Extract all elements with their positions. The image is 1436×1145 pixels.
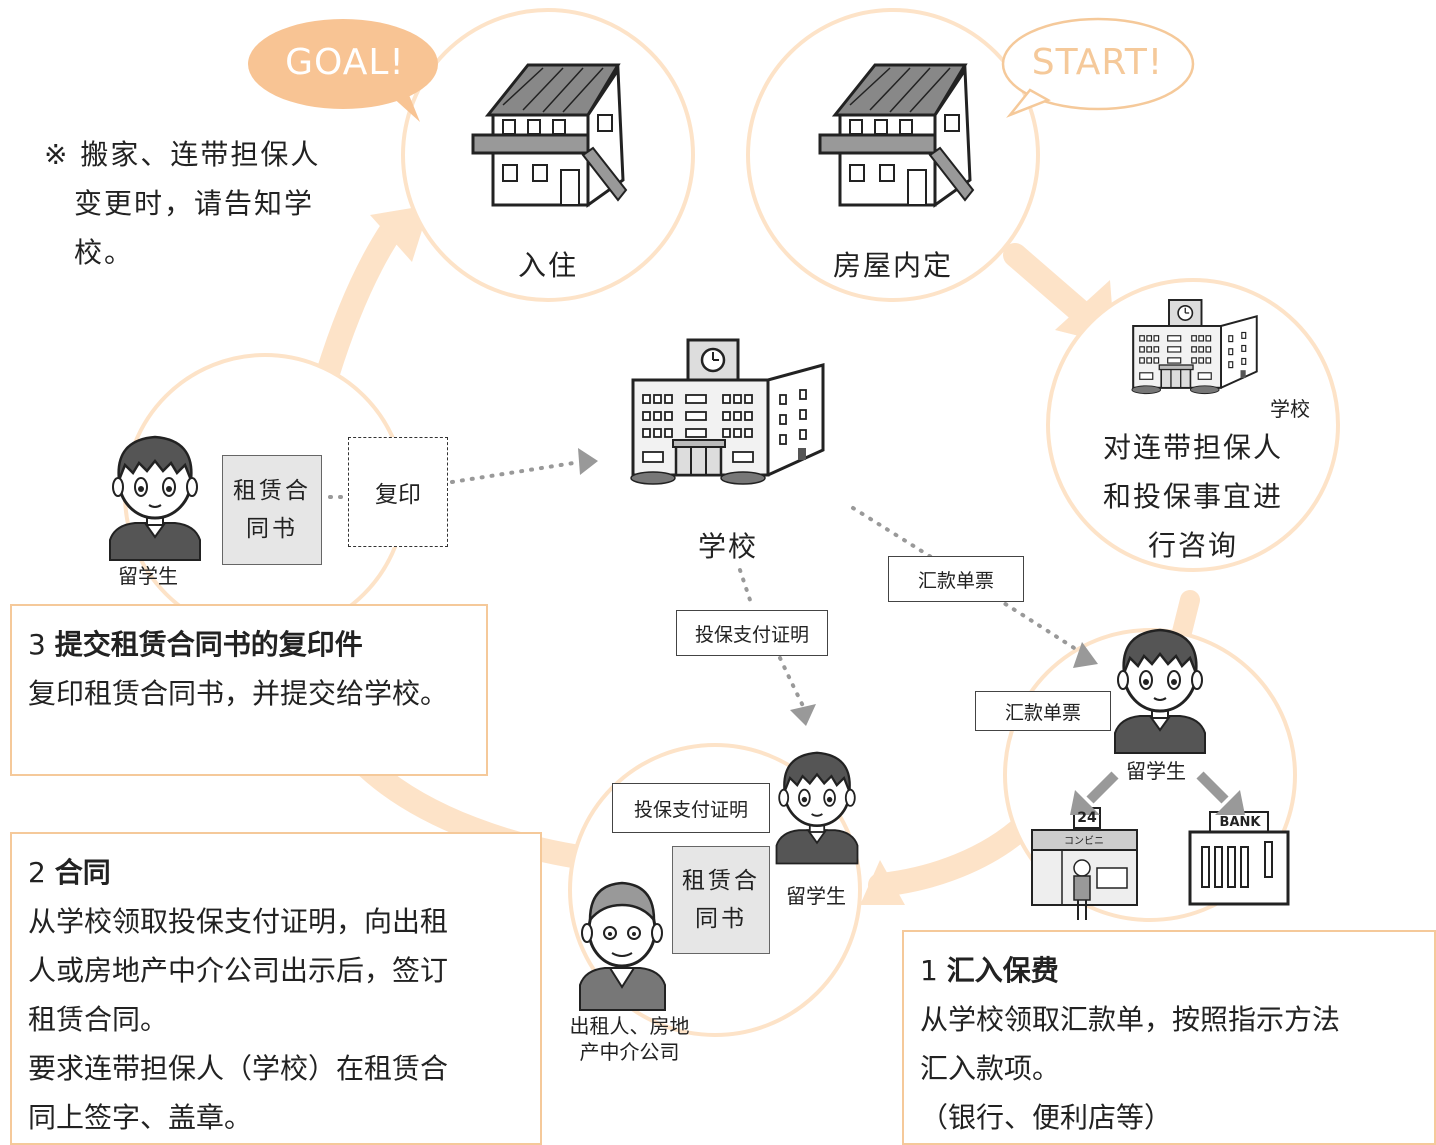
start-bubble-text: START! [1031,42,1164,83]
change-note-line-1: ※ 搬家、连带担保人 [44,138,321,171]
step-2-box: 2 合同 从学校领取投保支付证明，向出租 人或房地产中介公司出示后，签订 租赁合… [10,832,542,1145]
landlord-icon [579,881,666,1011]
step-3-title: 提交租赁合同书的复印件 [54,628,363,661]
change-note-line-3: 校。 [74,236,135,269]
insurance-proof-tag-upper: 投保支付证明 [676,610,828,656]
convenience-store-icon [1031,807,1138,920]
step-1-number: 1 [920,954,938,987]
school-small-label: 学校 [1270,397,1310,421]
step-3-number: 3 [28,628,46,661]
step-2-line-2: 人或房地产中介公司出示后，签订 [28,954,449,987]
school-center-label: 学校 [697,530,758,563]
student-right-label: 留学生 [1126,759,1186,783]
stage-consult-line-2: 和投保事宜进 [1102,480,1283,513]
goal-bubble-text: GOAL! [285,42,405,83]
step-2-line-5: 同上签字、盖章。 [28,1101,253,1134]
change-note: ※ 搬家、连带担保人 变更时，请告知学 校。 [44,130,320,277]
step-3-body: 复印租赁合同书，并提交给学校。 [28,677,449,710]
lease-paper-bottom: 租赁合 同书 [672,846,770,954]
step-1-title: 汇入保费 [946,954,1059,987]
landlord-label: 出租人、房地 产中介公司 [552,1013,707,1065]
stage-decide-label: 房屋内定 [832,249,953,282]
student-bottom-label: 留学生 [786,884,846,908]
step-2-line-3: 租赁合同。 [28,1003,169,1036]
copy-paper: 复印 [348,437,448,547]
step-1-line-2: 汇入款项。 [920,1052,1061,1085]
convenience-number: 24 [1077,810,1097,826]
stage-consult-line-1: 对连带担保人 [1102,431,1283,464]
arrow-to-bank-icon [1196,771,1245,815]
step-3-box: 3 提交租赁合同书的复印件 复印租赁合同书，并提交给学校。 [10,604,488,776]
step-1-line-3: （银行、便利店等） [920,1101,1173,1134]
lease-paper-left: 租赁合 同书 [222,455,322,565]
arrow-to-convenience-icon [1070,771,1119,815]
stage-move-in-label: 入住 [517,249,578,282]
lease-paper-bottom-line-2: 同书 [695,906,747,932]
stage-consult-line-3: 行咨询 [1147,529,1238,562]
student-right-icon [1113,628,1207,755]
landlord-label-line-2: 产中介公司 [579,1040,680,1064]
student-left-label: 留学生 [118,564,178,588]
change-note-line-2: 变更时，请告知学 [74,187,315,220]
convenience-sign: コンビニ [1064,836,1104,847]
bank-icon [1188,811,1290,906]
lease-paper-left-line-1: 租赁合 [233,478,311,504]
remittance-slip-tag-upper: 汇款单票 [888,556,1024,602]
step-2-line-4: 要求连带担保人（学校）在租赁合 [28,1052,449,1085]
stage-consult-label: 对连带担保人 和投保事宜进 行咨询 [1083,423,1303,570]
goal-bubble [248,19,438,122]
step-1-box: 1 汇入保费 从学校领取汇款单，按照指示方法 汇入款项。 （银行、便利店等） [902,930,1436,1145]
school-center-icon [629,338,825,486]
step-2-title: 合同 [54,856,111,889]
lease-paper-left-line-2: 同书 [246,516,298,542]
remittance-slip-tag-lower: 汇款单票 [975,691,1111,731]
lease-paper-bottom-line-1: 租赁合 [682,868,760,894]
step-1-line-1: 从学校领取汇款单，按照指示方法 [920,1003,1341,1036]
start-bubble [1001,17,1195,118]
landlord-label-line-1: 出租人、房地 [569,1014,690,1038]
step-2-number: 2 [28,856,46,889]
insurance-proof-tag-lower: 投保支付证明 [612,783,770,833]
student-left-icon [108,435,202,562]
bank-sign: BANK [1219,815,1261,830]
student-bottom-icon [775,751,859,865]
step-2-line-1: 从学校领取投保支付证明，向出租 [28,905,449,938]
